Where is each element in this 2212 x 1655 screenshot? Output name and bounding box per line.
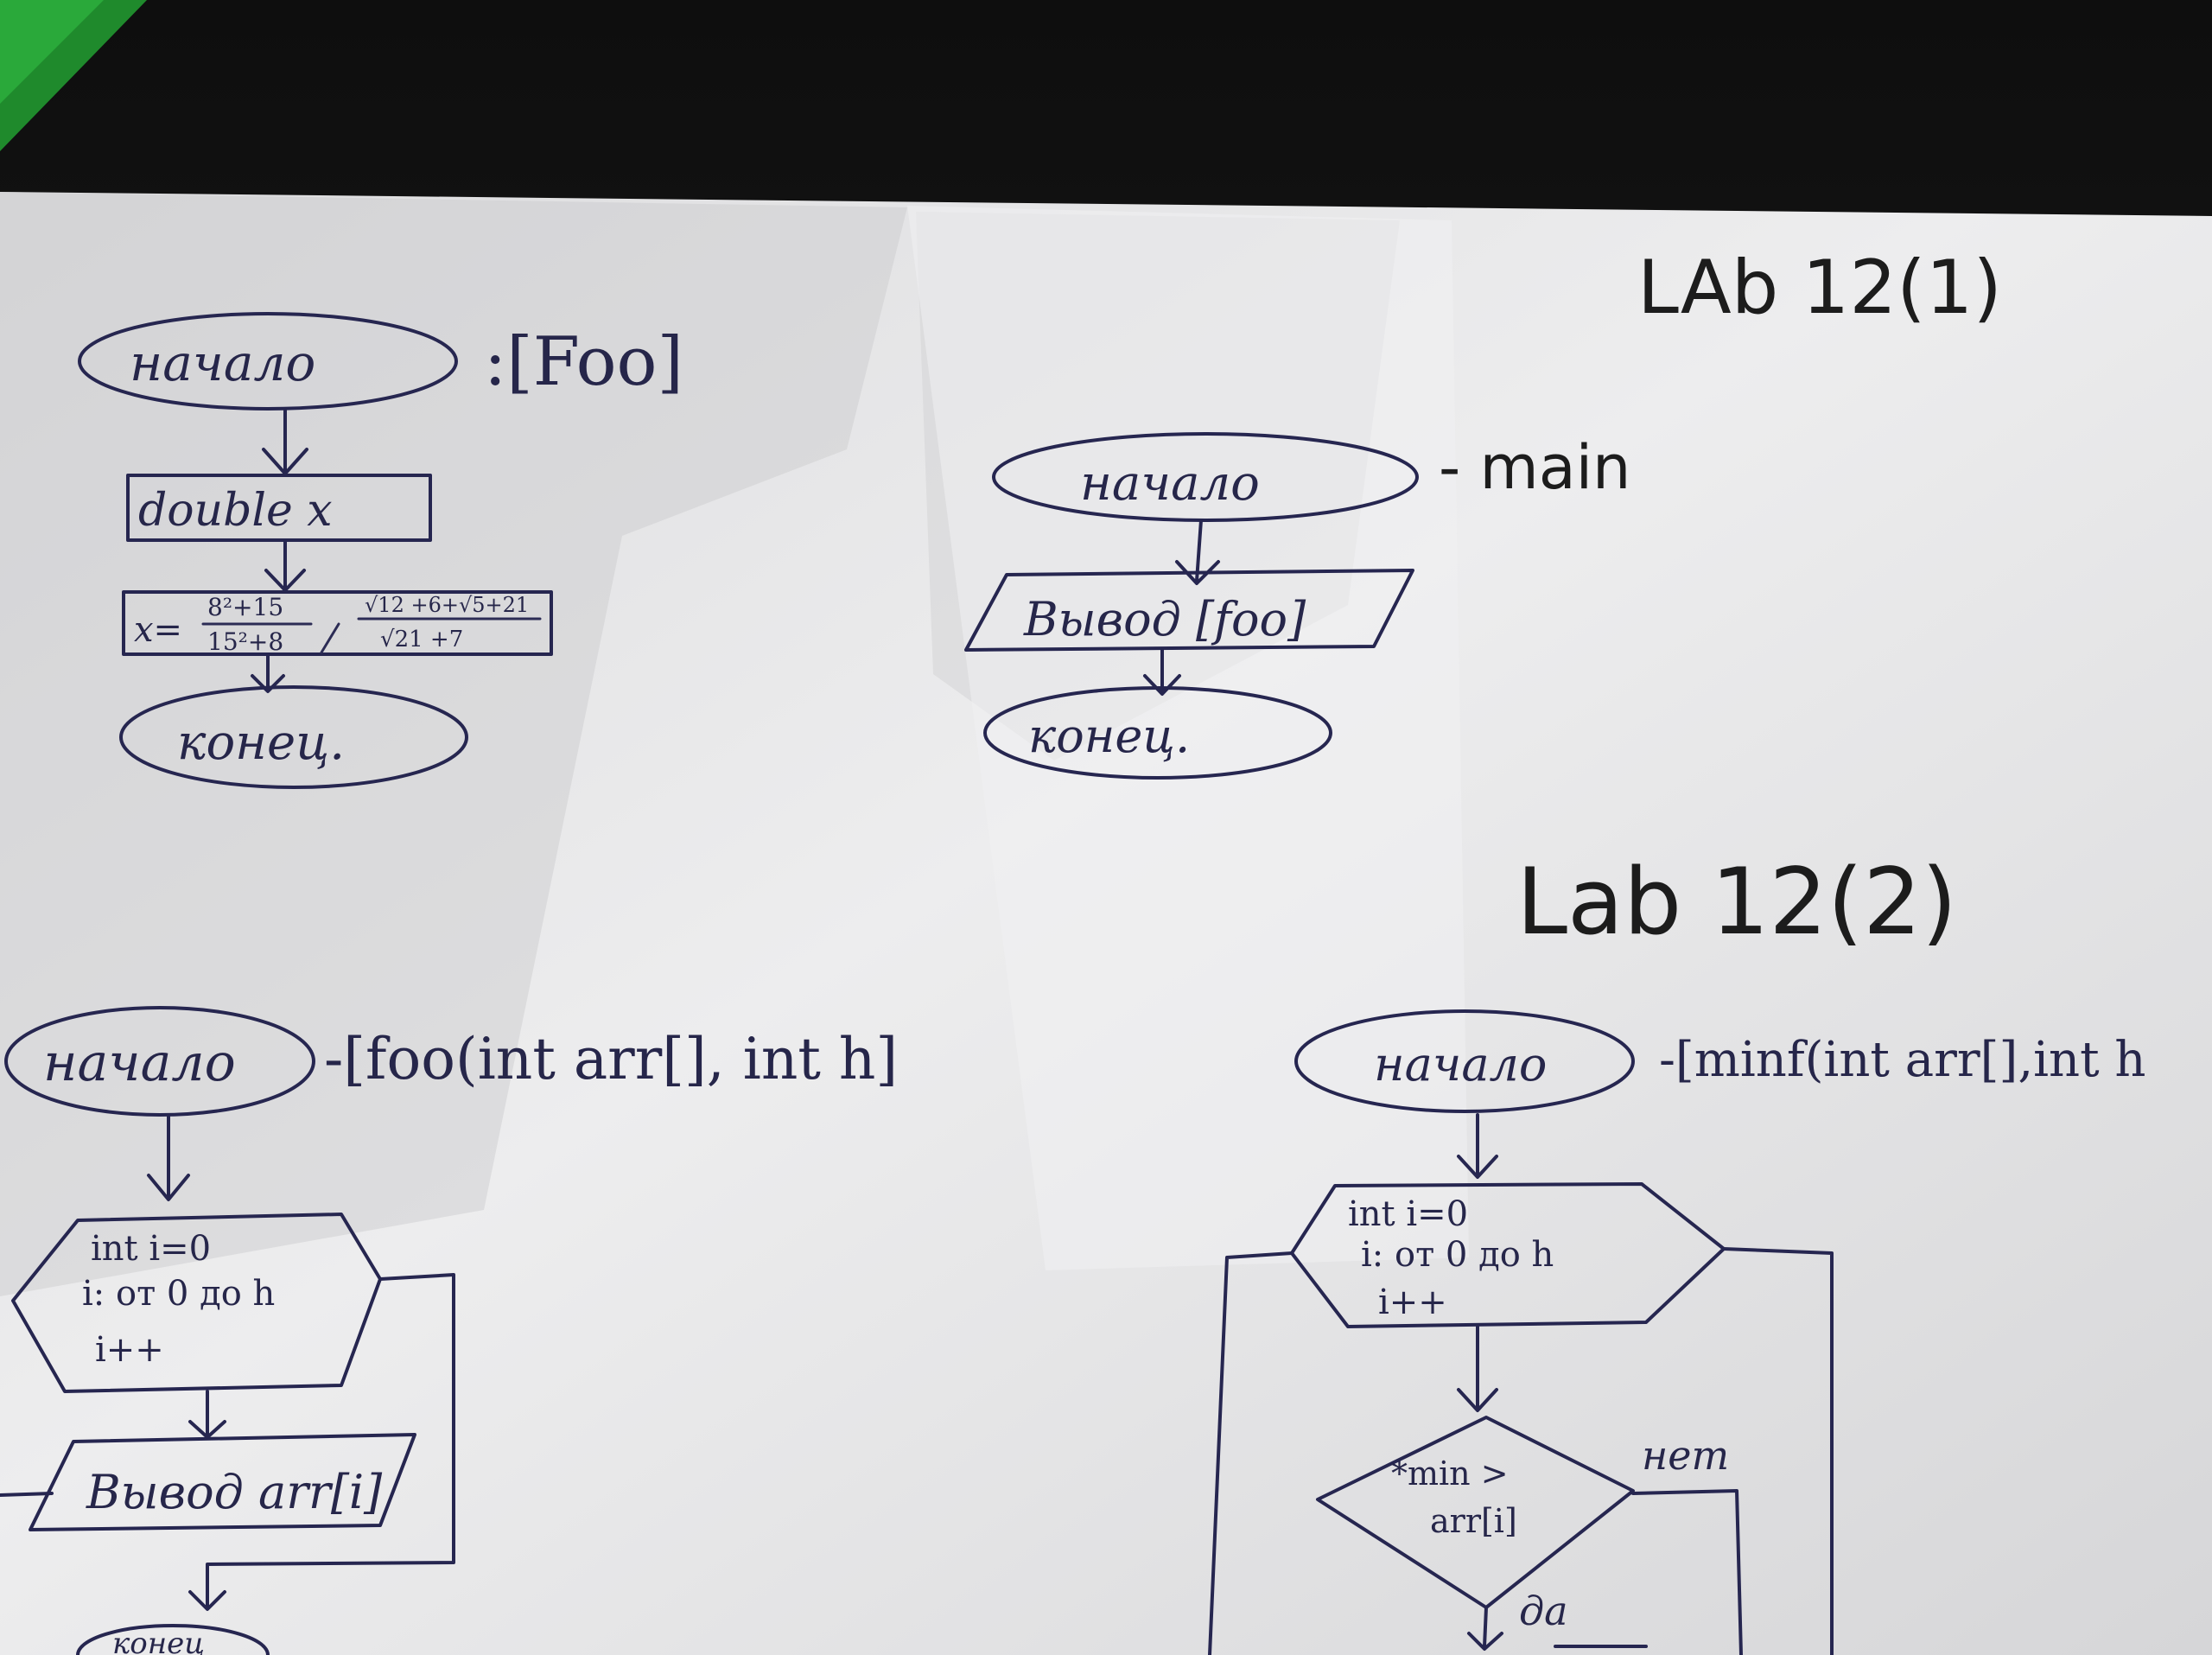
tape-strip xyxy=(907,206,1469,1270)
arrow xyxy=(1143,648,1181,696)
start-oval xyxy=(1294,1009,1635,1113)
lab2-heading: Lab 12(2) xyxy=(1516,849,1957,955)
output-box xyxy=(29,1433,416,1531)
end-label: конец xyxy=(112,1626,205,1655)
loop-line3: i++ xyxy=(1378,1283,1447,1322)
formula-den2: √21 +7 xyxy=(380,627,463,652)
start-label: начало xyxy=(1374,1037,1547,1092)
lab1-foo-flowchart: начало :[Foo] double x x= 8²+15 15²+8 √1… xyxy=(78,312,683,789)
function-name-label: -[foo(int arr[], int h] xyxy=(324,1026,898,1092)
end-oval xyxy=(76,1624,270,1655)
start-oval xyxy=(78,312,458,411)
lab2-minf-flowchart: начало -[minf(int arr[],int h int i=0 i:… xyxy=(1208,1009,2145,1655)
loop-exit-line xyxy=(1722,1247,1834,1655)
end-oval xyxy=(983,686,1332,780)
lab2-foo-flowchart: начало -[foo(int arr[], int h] int i=0 i… xyxy=(0,1006,898,1655)
yes-label: да xyxy=(1519,1588,1568,1634)
function-name-label: -[minf(int arr[],int h xyxy=(1659,1032,2145,1088)
loop-back-line xyxy=(188,1273,455,1611)
start-oval xyxy=(992,432,1419,522)
end-label: конец. xyxy=(1028,709,1190,763)
arrow xyxy=(1175,519,1220,585)
condition-line2: arr[i] xyxy=(1430,1502,1517,1540)
output-label: Вывод [foo] xyxy=(1023,592,1306,646)
loop-hexagon xyxy=(11,1213,382,1393)
function-name-label: - main xyxy=(1439,432,1630,503)
lab1-heading: LAb 12(1) xyxy=(1637,245,2002,331)
no-branch-line xyxy=(1631,1489,1743,1655)
start-oval xyxy=(4,1006,315,1117)
arrow xyxy=(251,652,285,693)
start-label: начало xyxy=(1080,455,1260,512)
condition-line1: *min > xyxy=(1391,1454,1509,1493)
formula-lhs: x= xyxy=(134,610,182,650)
declare-box xyxy=(126,474,432,542)
loop-back-line xyxy=(1208,1251,1294,1655)
start-label: начало xyxy=(43,1033,236,1093)
lab1-main-flowchart: начало - main Вывод [foo] конец. xyxy=(964,432,1630,780)
end-label: конец. xyxy=(177,715,345,771)
function-name-label: :[Foo] xyxy=(484,323,683,401)
formula-num2: √12 +6+√5+21 xyxy=(365,593,529,617)
start-label: начало xyxy=(130,334,315,392)
arrow xyxy=(147,1113,190,1201)
loop-line2: i: от 0 до h xyxy=(1361,1235,1554,1275)
loop-line1: int i=0 xyxy=(91,1229,211,1269)
formula-den1: 15²+8 xyxy=(207,627,283,656)
loop-line1: int i=0 xyxy=(1348,1194,1468,1234)
formula-box xyxy=(122,590,553,656)
formula-num1: 8²+15 xyxy=(207,593,283,621)
arrow xyxy=(1457,1325,1498,1412)
declare-label: double x xyxy=(138,485,333,537)
output-label: Вывод arr[i] xyxy=(86,1465,383,1519)
arrow xyxy=(1457,1113,1498,1179)
loop-line2: i: от 0 до h xyxy=(82,1274,275,1314)
loop-line3: i++ xyxy=(95,1330,164,1370)
end-oval xyxy=(119,685,468,789)
output-box xyxy=(964,569,1414,652)
no-label: нет xyxy=(1642,1432,1729,1479)
arrow xyxy=(1467,1606,1503,1651)
hand-shadow xyxy=(0,192,907,1296)
